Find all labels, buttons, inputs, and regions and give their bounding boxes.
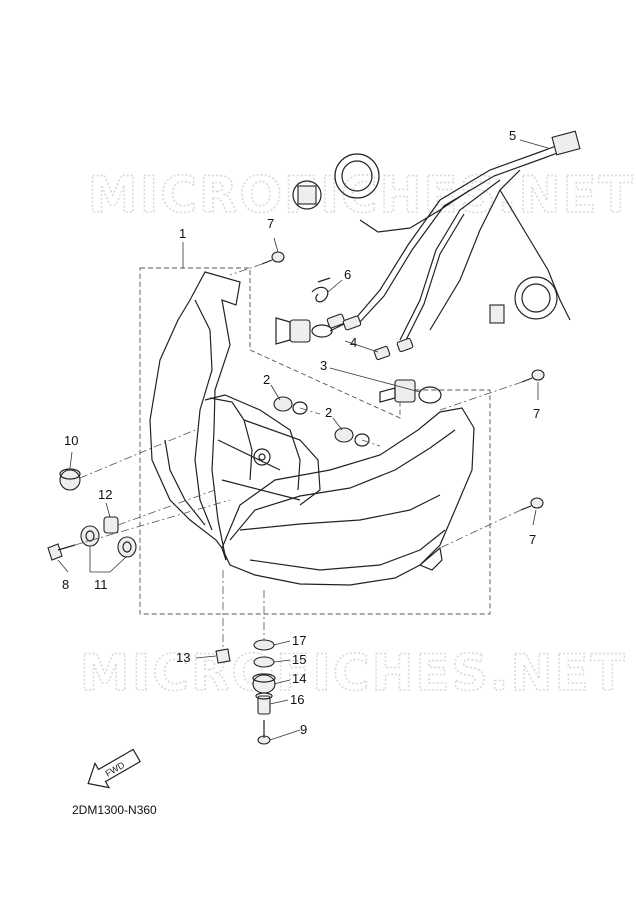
callout-9: 9 (300, 722, 307, 737)
callout-15: 15 (292, 652, 306, 667)
callout-12: 12 (98, 487, 112, 502)
centerline-screw-right-upper (439, 381, 523, 411)
callout-7-right-upper: 7 (533, 406, 540, 421)
watermark-top: MICROFICHES.NET (88, 166, 635, 224)
callout-16: 16 (290, 692, 304, 707)
spring-clip (311, 277, 331, 303)
headlight-housing (149, 271, 321, 561)
collar-11-left (80, 525, 100, 547)
screw-right-upper (521, 369, 545, 383)
callout-7-right-lower: 7 (529, 532, 536, 547)
centerline-screw-right-lower (439, 509, 522, 549)
callout-14: 14 (292, 671, 306, 686)
bolt-9 (257, 720, 271, 745)
collar-11-right (117, 536, 137, 558)
callout-5: 5 (509, 128, 516, 143)
centerline-collar-12 (117, 489, 216, 526)
washer-17 (253, 639, 275, 651)
callout-10: 10 (64, 433, 78, 448)
callout-3: 3 (320, 358, 327, 373)
grommet-10 (59, 468, 81, 491)
headlight-bulb-lower (379, 379, 442, 404)
centerline-socket-lower (361, 439, 381, 447)
centerline-screw-top (229, 263, 263, 276)
washer-15 (253, 656, 275, 668)
assembly-boundary (139, 267, 491, 615)
centerline-socket-upper (299, 407, 321, 415)
bulb-socket-upper (273, 396, 308, 415)
watermark-bottom: MICROFICHES.NET (80, 644, 627, 702)
callout-17: 17 (292, 633, 306, 648)
callout-1: 1 (179, 226, 186, 241)
forward-arrow-icon: FWD (87, 748, 141, 789)
screw-top (261, 251, 285, 265)
callout-13: 13 (176, 650, 190, 665)
centerline-bolt-8 (74, 499, 231, 546)
callout-7-top: 7 (267, 216, 274, 231)
collar-16 (255, 692, 273, 715)
nut-13 (215, 648, 231, 664)
diagram-code: 2DM1300-N360 (72, 803, 157, 817)
wire-harness (292, 130, 581, 345)
bulb-socket-lower (334, 427, 370, 447)
callout-6: 6 (344, 267, 351, 282)
centerline-grommet-10 (79, 429, 196, 479)
bolt-8 (47, 543, 76, 561)
collar-12 (103, 516, 119, 534)
headlight-bulb-upper (275, 317, 357, 345)
headlight-lens (221, 407, 475, 586)
leader-lines (57, 139, 549, 741)
position-bulb (326, 313, 414, 361)
callout-4: 4 (350, 335, 357, 350)
callout-11: 11 (94, 577, 108, 592)
callout-8: 8 (62, 577, 69, 592)
callout-2-upper: 2 (263, 372, 270, 387)
callout-2-lower: 2 (325, 405, 332, 420)
screw-right-lower (520, 497, 544, 511)
